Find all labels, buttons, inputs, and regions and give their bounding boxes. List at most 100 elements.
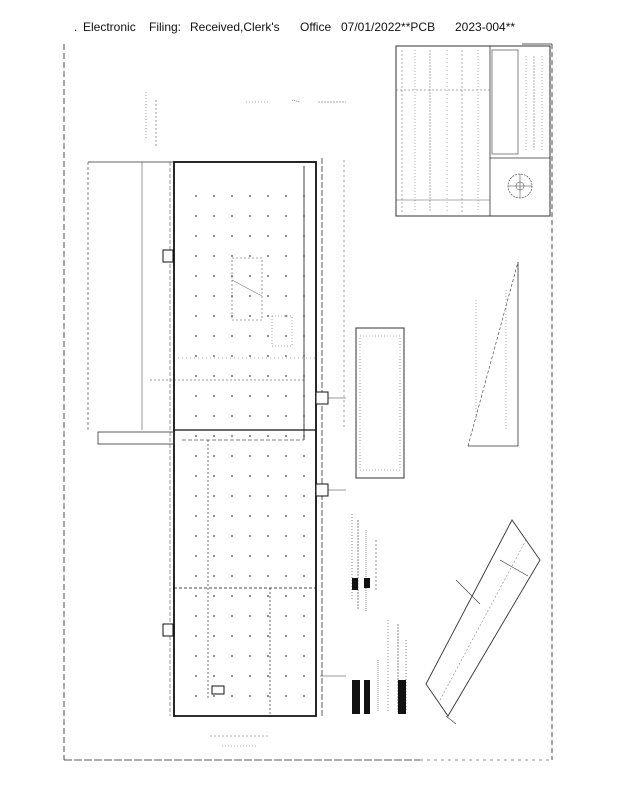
legend-box <box>355 327 405 479</box>
column-grid-dots <box>195 195 305 697</box>
grid-dot <box>303 395 305 397</box>
grid-dot <box>231 475 233 477</box>
header-word-electronic: Electronic <box>83 20 136 34</box>
grid-dot <box>213 435 215 437</box>
grid-dot <box>267 595 269 597</box>
grid-dot <box>267 495 269 497</box>
grid-dot <box>195 695 197 697</box>
grid-dot <box>249 315 251 317</box>
grid-dot <box>267 395 269 397</box>
grid-dot <box>267 375 269 377</box>
grid-dot <box>231 635 233 637</box>
bottom-dimension <box>210 735 270 747</box>
grid-dot <box>213 375 215 377</box>
grid-dot <box>249 555 251 557</box>
grid-dot <box>249 615 251 617</box>
grid-dot <box>231 355 233 357</box>
grid-dot <box>267 335 269 337</box>
grid-dot <box>285 295 287 297</box>
site-boundary-lines <box>87 158 346 717</box>
grid-dot <box>195 615 197 617</box>
grid-dot <box>195 475 197 477</box>
grid-dot <box>195 335 197 337</box>
grid-dot <box>213 535 215 537</box>
grid-dot <box>285 535 287 537</box>
grid-dot <box>303 315 305 317</box>
grid-dot <box>303 655 305 657</box>
grid-dot <box>213 555 215 557</box>
grid-dot <box>231 515 233 517</box>
grid-dot <box>231 255 233 257</box>
grid-dot <box>213 315 215 317</box>
grid-dot <box>303 195 305 197</box>
grid-dot <box>195 435 197 437</box>
equipment-area <box>231 257 293 347</box>
header-word-filing: Filing: <box>149 20 182 34</box>
grid-dot <box>285 515 287 517</box>
grid-dot <box>231 595 233 597</box>
grid-dot <box>249 295 251 297</box>
grid-dot <box>303 695 305 697</box>
grid-dot <box>249 375 251 377</box>
grid-dot <box>231 395 233 397</box>
grid-dot <box>303 535 305 537</box>
grid-dot <box>213 475 215 477</box>
grid-dot <box>285 475 287 477</box>
grid-dot <box>213 235 215 237</box>
grid-dot <box>231 375 233 377</box>
grid-dot <box>267 195 269 197</box>
grid-dot <box>213 335 215 337</box>
grid-dot <box>303 675 305 677</box>
grid-dot <box>231 455 233 457</box>
grid-dot <box>267 355 269 357</box>
grid-dot <box>285 495 287 497</box>
grid-dot <box>231 495 233 497</box>
door-markers <box>162 249 329 695</box>
grid-dot <box>213 515 215 517</box>
title-block <box>395 45 551 217</box>
grid-dot <box>303 575 305 577</box>
grid-dot <box>249 695 251 697</box>
grid-dot <box>267 535 269 537</box>
grid-dot <box>303 495 305 497</box>
grid-dot <box>303 235 305 237</box>
grid-dot <box>267 655 269 657</box>
grid-dot <box>285 675 287 677</box>
grid-dot <box>303 555 305 557</box>
grid-dot <box>231 415 233 417</box>
grid-dot <box>195 215 197 217</box>
grid-dot <box>213 255 215 257</box>
grid-dot <box>249 515 251 517</box>
grid-dot <box>213 195 215 197</box>
grid-dot <box>303 255 305 257</box>
grid-dot <box>249 475 251 477</box>
grid-dot <box>267 695 269 697</box>
grid-dot <box>231 555 233 557</box>
grid-dot <box>267 615 269 617</box>
grid-dot <box>195 255 197 257</box>
grid-dot <box>249 195 251 197</box>
grid-dot <box>195 235 197 237</box>
grid-dot <box>285 635 287 637</box>
grid-dot <box>303 215 305 217</box>
grid-dot <box>285 655 287 657</box>
grid-dot <box>285 615 287 617</box>
header-word-office: Office <box>300 20 332 34</box>
grid-dot <box>213 455 215 457</box>
grid-dot <box>303 335 305 337</box>
legend-swatches <box>352 578 406 714</box>
grid-dot <box>285 195 287 197</box>
grid-dot <box>231 675 233 677</box>
grid-dot <box>195 415 197 417</box>
grid-dot <box>195 535 197 537</box>
scattered-annotation-marks <box>145 92 346 148</box>
grid-dot <box>195 375 197 377</box>
grid-dot <box>195 355 197 357</box>
grid-dot <box>195 315 197 317</box>
sheet-border <box>63 43 553 761</box>
grid-dot <box>213 295 215 297</box>
grid-dot <box>267 475 269 477</box>
grid-dot <box>303 475 305 477</box>
grid-dot <box>267 235 269 237</box>
